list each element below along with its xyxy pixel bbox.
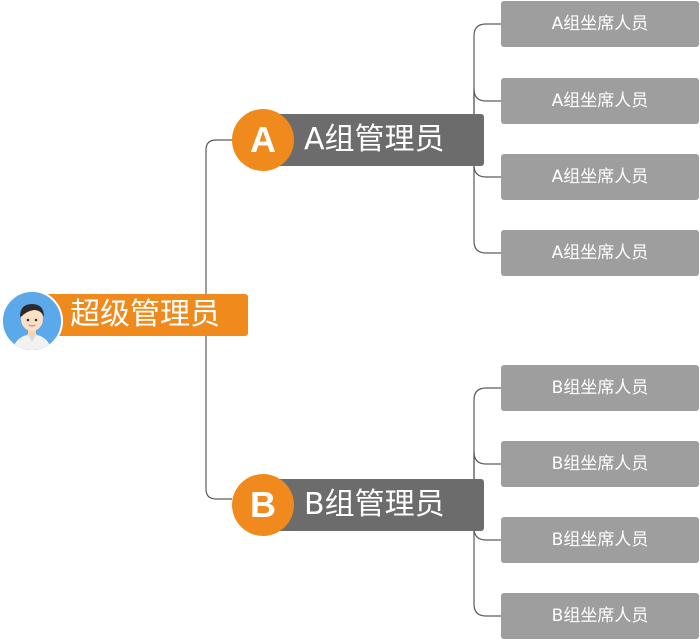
manager-b-label: B组管理员 [274,479,484,531]
root-label: 超级管理员 [36,294,248,336]
seat-node-b4[interactable]: B组坐席人员 [501,593,699,639]
seat-node-a1[interactable]: A组坐席人员 [501,1,699,47]
seat-node-b2[interactable]: B组坐席人员 [501,441,699,487]
seat-node-b3[interactable]: B组坐席人员 [501,517,699,563]
seat-node-a3[interactable]: A组坐席人员 [501,154,699,200]
seat-node-a4[interactable]: A组坐席人员 [501,230,699,276]
root-node-super-admin[interactable]: 超级管理员 [0,288,250,354]
manager-node-a[interactable]: A组管理员 A [232,109,484,171]
seat-node-a2[interactable]: A组坐席人员 [501,78,699,124]
badge-b: B [232,474,294,536]
manager-a-label: A组管理员 [274,114,484,166]
manager-node-b[interactable]: B组管理员 B [232,474,484,536]
seat-node-b1[interactable]: B组坐席人员 [501,365,699,411]
person-avatar-icon [1,290,63,352]
badge-a: A [232,109,294,171]
